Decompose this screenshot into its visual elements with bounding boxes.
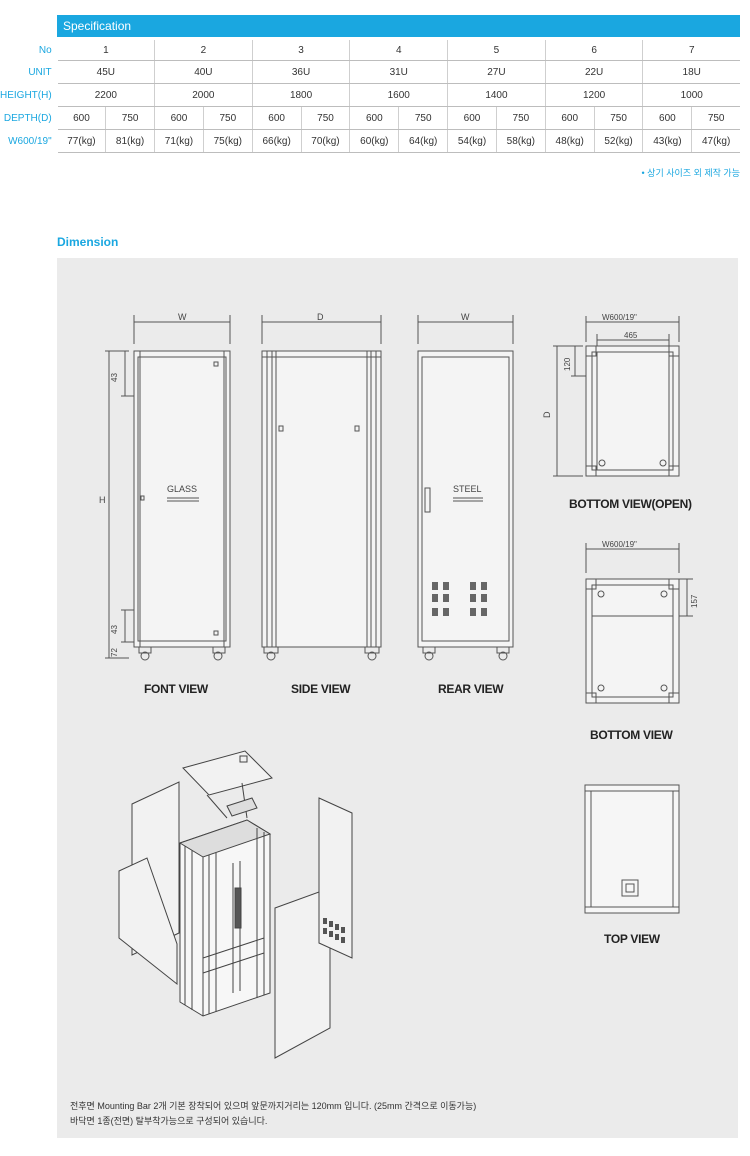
bottom-view-open-drawing: W600/19" 465 D 120	[542, 313, 680, 477]
cell: 750	[300, 106, 350, 130]
spec-row-depth: DEPTH(D) 600 750 600 750 600 750 600 750…	[0, 106, 740, 130]
rear-view-drawing: W STEEL	[417, 312, 514, 661]
bottom-157: 157	[690, 594, 699, 608]
front-view-drawing: W H 43 43 72 GLASS	[99, 312, 231, 661]
bottom-view-drawing: W600/19" 157	[585, 540, 699, 704]
cell: 600	[447, 106, 497, 130]
cell: 750	[593, 106, 643, 130]
cell: 64(kg)	[398, 129, 448, 153]
cell: 5	[447, 40, 546, 61]
side-view-drawing: D	[261, 312, 382, 661]
cell: 48(kg)	[544, 129, 595, 153]
row-header: HEIGHT(H)	[0, 89, 52, 101]
front-dim-43-bottom: 43	[110, 625, 119, 634]
cell: 1000	[642, 83, 740, 107]
cell: 81(kg)	[105, 129, 155, 153]
rear-steel-label: STEEL	[453, 484, 482, 494]
cell: 77(kg)	[57, 129, 106, 153]
dimension-drawings: W H 43 43 72 GLASS D	[99, 312, 699, 1059]
cell: 36U	[251, 60, 350, 84]
row-header: DEPTH(D)	[3, 112, 52, 124]
spec-row-unit: UNIT 45U 40U 36U 31U 27U 22U 18U	[0, 60, 740, 84]
cell: 600	[349, 106, 399, 130]
spec-title-bar: Specification	[57, 15, 740, 37]
cell: 45U	[57, 60, 155, 84]
cell: 1600	[349, 83, 448, 107]
exploded-view-drawing	[118, 750, 353, 1059]
cell: 600	[642, 106, 692, 130]
front-glass-label: GLASS	[167, 484, 197, 494]
side-d-label: D	[317, 312, 324, 322]
cell: 47(kg)	[691, 129, 740, 153]
cell: 22U	[544, 60, 643, 84]
cell: 6	[544, 40, 643, 61]
dimension-title: Dimension	[57, 235, 119, 249]
front-w-label: W	[178, 312, 187, 322]
rear-w-label: W	[461, 312, 470, 322]
cell: 2200	[57, 83, 155, 107]
cell: 600	[544, 106, 595, 130]
cell: 1200	[544, 83, 643, 107]
bottom-open-d-label: D	[542, 411, 552, 418]
cell: 31U	[349, 60, 448, 84]
row-header: UNIT	[28, 66, 52, 78]
top-view-label: TOP VIEW	[604, 932, 660, 946]
cell: 52(kg)	[593, 129, 643, 153]
cell: 600	[251, 106, 302, 130]
cell: 600	[154, 106, 204, 130]
row-header: W600/19"	[8, 135, 52, 147]
rear-view-label: REAR VIEW	[438, 682, 504, 696]
cell: 60(kg)	[349, 129, 399, 153]
side-view-label: SIDE VIEW	[291, 682, 351, 696]
cell: 750	[398, 106, 448, 130]
cell: 18U	[642, 60, 740, 84]
front-dim-43-top: 43	[110, 373, 119, 382]
front-h-label: H	[99, 495, 106, 505]
cell: 54(kg)	[447, 129, 497, 153]
cell: 750	[105, 106, 155, 130]
spec-row-weight: W600/19" 77(kg) 81(kg) 71(kg) 75(kg) 66(…	[0, 129, 740, 153]
cell: 750	[691, 106, 740, 130]
cell: 4	[349, 40, 448, 61]
dimension-panel: W H 43 43 72 GLASS D	[57, 258, 738, 1138]
cell: 75(kg)	[202, 129, 253, 153]
cell: 66(kg)	[251, 129, 302, 153]
cell: 3	[251, 40, 350, 61]
cell: 1400	[447, 83, 546, 107]
bottom-open-w600: W600/19"	[602, 313, 637, 322]
cell: 70(kg)	[300, 129, 350, 153]
spec-title: Specification	[63, 19, 132, 33]
rear-vent-holes	[432, 582, 487, 616]
cell: 2	[154, 40, 253, 61]
cell: 27U	[447, 60, 546, 84]
cell: 2000	[154, 83, 253, 107]
cell: 1800	[251, 83, 350, 107]
bottom-open-465: 465	[624, 331, 638, 340]
cell: 7	[642, 40, 740, 61]
cell: 750	[202, 106, 253, 130]
cell: 40U	[154, 60, 253, 84]
spec-row-no: No 1 2 3 4 5 6 7	[0, 40, 740, 61]
bottom-open-120: 120	[563, 357, 572, 371]
front-view-label: FONT VIEW	[144, 682, 208, 696]
cell: 750	[495, 106, 546, 130]
footnote-line-2: 바닥면 1종(전면) 탈부착가능으로 구성되어 있습니다.	[70, 1116, 268, 1126]
cell: 1	[57, 40, 155, 61]
spec-table: No 1 2 3 4 5 6 7 UNIT 45U 40U 36U 31U 27…	[0, 40, 740, 153]
cell: 600	[57, 106, 106, 130]
side-panel-vents	[323, 918, 345, 943]
cell: 43(kg)	[642, 129, 692, 153]
bottom-w600: W600/19"	[602, 540, 637, 549]
bottom-view-open-label: BOTTOM VIEW(OPEN)	[569, 497, 692, 511]
footnote-line-1: 전후면 Mounting Bar 2개 기본 장착되어 있으며 앞문까지거리는 …	[70, 1101, 477, 1111]
spec-row-height: HEIGHT(H) 2200 2000 1800 1600 1400 1200 …	[0, 83, 740, 107]
custom-size-note: • 상기 사이즈 외 제작 가능	[641, 168, 740, 178]
row-header: No	[38, 44, 52, 56]
top-view-drawing	[584, 784, 680, 914]
front-dim-72: 72	[110, 648, 119, 657]
bottom-view-label: BOTTOM VIEW	[590, 728, 673, 742]
cell: 58(kg)	[495, 129, 546, 153]
cell: 71(kg)	[154, 129, 204, 153]
